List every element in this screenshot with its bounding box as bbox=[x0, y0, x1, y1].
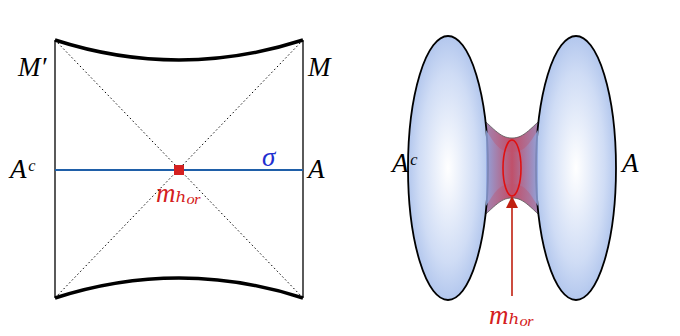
boundary-label: Aᶜ bbox=[392, 150, 416, 177]
boundary-label: Aᶜ bbox=[10, 156, 34, 183]
boundary-disk bbox=[408, 36, 488, 300]
boundary-disk bbox=[536, 36, 616, 300]
arrowhead bbox=[506, 196, 518, 208]
wormhole bbox=[408, 36, 616, 300]
singularity bbox=[55, 278, 303, 298]
horizon-point bbox=[174, 165, 184, 175]
slice-label: σ bbox=[262, 144, 275, 171]
boundary-label: A bbox=[622, 150, 639, 177]
penrose-diagram bbox=[55, 40, 303, 298]
boundary-label: A bbox=[308, 156, 325, 183]
horizon-label: mₕₒᵣ bbox=[489, 302, 535, 329]
horizon bbox=[55, 40, 303, 298]
singularity bbox=[55, 40, 303, 60]
horizon-label: mₕₒᵣ bbox=[156, 180, 202, 207]
horizon-circle bbox=[503, 140, 521, 196]
throat-front bbox=[486, 130, 538, 206]
boundary-label: M bbox=[308, 54, 331, 81]
horizon bbox=[55, 40, 303, 298]
leader-line bbox=[511, 204, 513, 296]
boundary-label: M′ bbox=[18, 54, 46, 81]
